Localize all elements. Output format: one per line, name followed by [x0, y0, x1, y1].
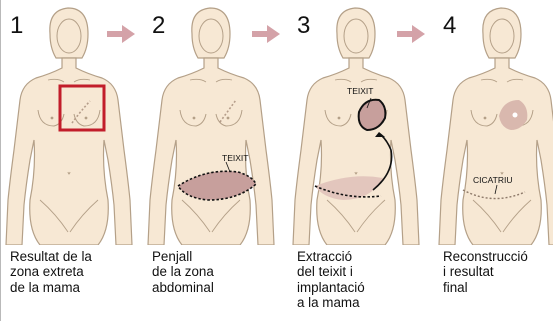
- tissue-label: TEIXIT: [347, 86, 373, 96]
- scar-label: CICATRIU: [473, 175, 513, 185]
- step-3-panel: TEIXIT 3 Extracció del teixit i implanta…: [287, 0, 425, 321]
- step-number: 4: [443, 14, 456, 38]
- tissue-label: TEIXIT: [222, 153, 248, 163]
- step-number: 1: [10, 14, 23, 38]
- arrow-right-icon: [397, 24, 427, 44]
- step-number: 3: [297, 14, 310, 38]
- step-caption: Reconstrucció i resultat final: [443, 249, 553, 295]
- step-caption: Penjall de la zona abdominal: [152, 249, 277, 295]
- step-caption: Extracció del teixit i implantació a la …: [297, 249, 422, 311]
- step-number: 2: [152, 14, 165, 38]
- arrow-right-icon: [252, 24, 282, 44]
- nipple: [513, 113, 518, 118]
- step-caption: Resultat de la zona extreta de la mama: [10, 249, 135, 295]
- arrow-right-icon: [107, 24, 137, 44]
- step-2-panel: TEIXIT 2 Penjall de la zona abdominal: [142, 0, 280, 321]
- step-4-panel: CICATRIU 4 Reconstrucció i resultat fina…: [433, 0, 553, 321]
- step-1-panel: 1 Resultat de la zona extreta de la mama: [0, 0, 138, 321]
